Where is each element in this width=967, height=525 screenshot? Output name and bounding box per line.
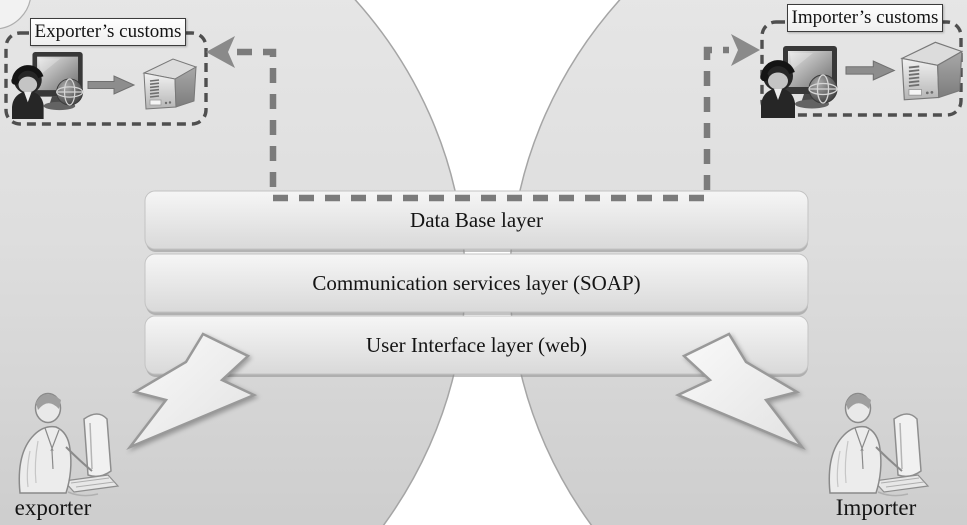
importer-label: Importer	[835, 495, 917, 520]
connector-arrowhead-right-icon	[731, 34, 760, 66]
exporter-label: exporter	[14, 495, 92, 520]
customs-dashed-connector	[237, 46, 729, 202]
layer-label-ui: User Interface layer (web)	[366, 332, 587, 357]
layer-box-ui	[144, 315, 809, 377]
layer-label-communication: Communication services layer (SOAP)	[312, 270, 641, 295]
exporter-customs-label: Exporter’s customs	[30, 18, 186, 46]
layer-box-database	[144, 190, 809, 252]
importer-customs-label: Importer’s customs	[787, 4, 943, 32]
layer-label-database: Data Base layer	[410, 207, 543, 232]
layer-box-communication	[144, 253, 809, 315]
exporter-customs-box	[4, 31, 208, 126]
corner-arc-decoration	[0, 0, 31, 30]
lightning-bolt-left-icon	[126, 332, 258, 450]
lightning-bolt-right-icon	[674, 332, 806, 450]
connector-arrowhead-left-icon	[206, 36, 235, 68]
